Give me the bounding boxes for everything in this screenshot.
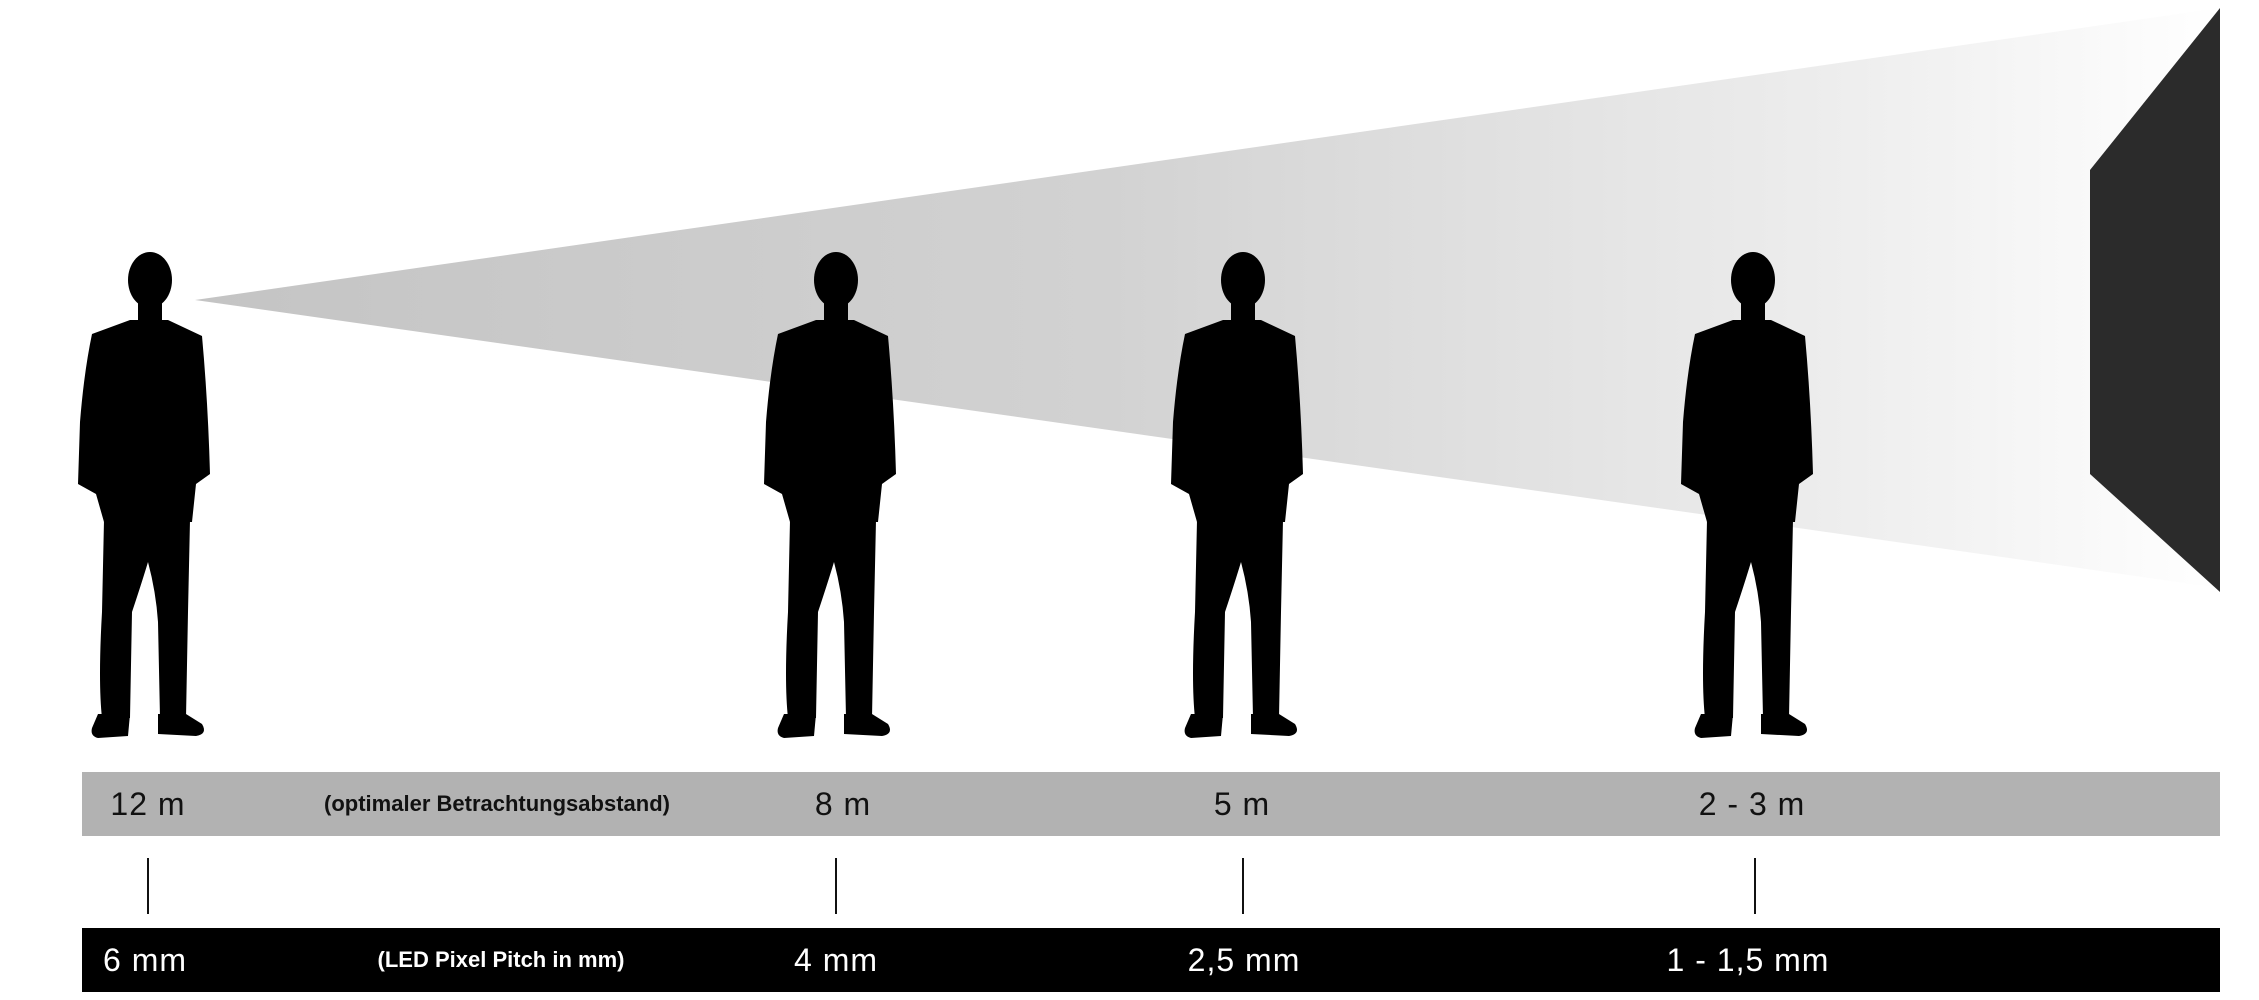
pitch-label: 4 mm xyxy=(794,942,878,978)
distance-note: (optimaler Betrachtungsabstand) xyxy=(324,791,670,816)
viewing-distance-band: 12 m (optimaler Betrachtungsabstand) 8 m… xyxy=(82,772,2220,836)
distance-label: 8 m xyxy=(814,786,872,822)
connector-tick xyxy=(1242,858,1244,914)
distance-label: 2 - 3 m xyxy=(1698,786,1806,822)
viewer-silhouette xyxy=(78,252,210,738)
led-screen xyxy=(2090,8,2220,592)
distance-label: 5 m xyxy=(1213,786,1271,822)
connector-tick xyxy=(1754,858,1756,914)
connector-tick xyxy=(835,858,837,914)
connector-tick xyxy=(147,858,149,914)
pitch-label: 1 - 1,5 mm xyxy=(1666,942,1830,978)
pitch-note: (LED Pixel Pitch in mm) xyxy=(377,947,625,972)
pitch-label: 6 mm xyxy=(103,942,187,978)
pitch-label: 2,5 mm xyxy=(1187,942,1301,978)
pixel-pitch-band: 6 mm (LED Pixel Pitch in mm) 4 mm 2,5 mm… xyxy=(82,928,2220,992)
distance-label: 12 m xyxy=(110,786,186,822)
